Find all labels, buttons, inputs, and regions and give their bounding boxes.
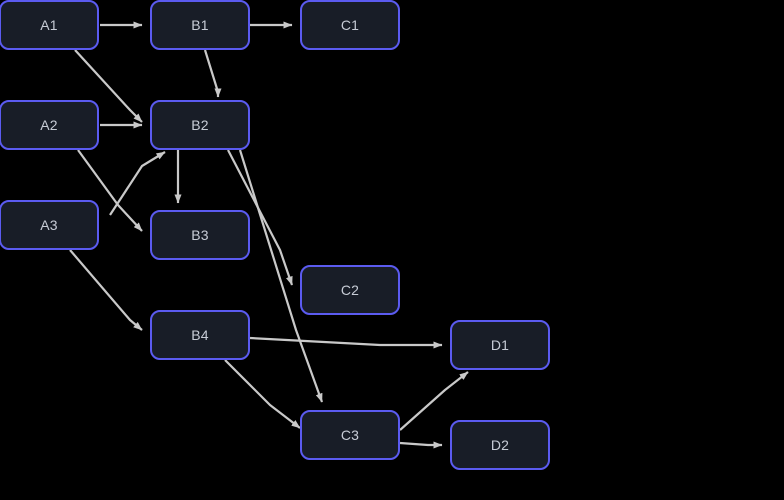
node-label-b3: B3: [191, 227, 209, 243]
edge-b4-to-d1: [249, 336, 443, 349]
edge-a3-to-b4: [69, 249, 143, 331]
node-b1[interactable]: B1: [150, 0, 250, 50]
node-label-b2: B2: [191, 117, 209, 133]
node-c2[interactable]: C2: [300, 265, 400, 315]
edge-c3-to-d2: [399, 441, 443, 449]
node-label-c1: C1: [340, 17, 360, 33]
node-b4[interactable]: B4: [150, 310, 250, 360]
node-label-b4: B4: [191, 327, 209, 343]
node-d1[interactable]: D1: [450, 320, 550, 370]
node-label-d1: D1: [490, 337, 510, 353]
node-label-a3: A3: [40, 217, 58, 233]
node-a2[interactable]: A2: [0, 100, 99, 150]
node-label-c2: C2: [340, 282, 360, 298]
node-label-d2: D2: [490, 437, 510, 453]
node-label-b1: B1: [191, 17, 209, 33]
edge-b4-to-c3: [224, 359, 301, 429]
edge-b1-to-b2: [203, 49, 222, 98]
node-a3[interactable]: A3: [0, 200, 99, 250]
node-c3[interactable]: C3: [300, 410, 400, 460]
edge-a3-to-b2: [109, 151, 166, 216]
node-b2[interactable]: B2: [150, 100, 250, 150]
node-label-c3: C3: [340, 427, 360, 443]
edges-group: [69, 21, 469, 449]
node-c1[interactable]: C1: [300, 0, 400, 50]
node-d2[interactable]: D2: [450, 420, 550, 470]
node-label-a1: A1: [40, 17, 58, 33]
node-a1[interactable]: A1: [0, 0, 99, 50]
node-b3[interactable]: B3: [150, 210, 250, 260]
node-label-a2: A2: [40, 117, 58, 133]
